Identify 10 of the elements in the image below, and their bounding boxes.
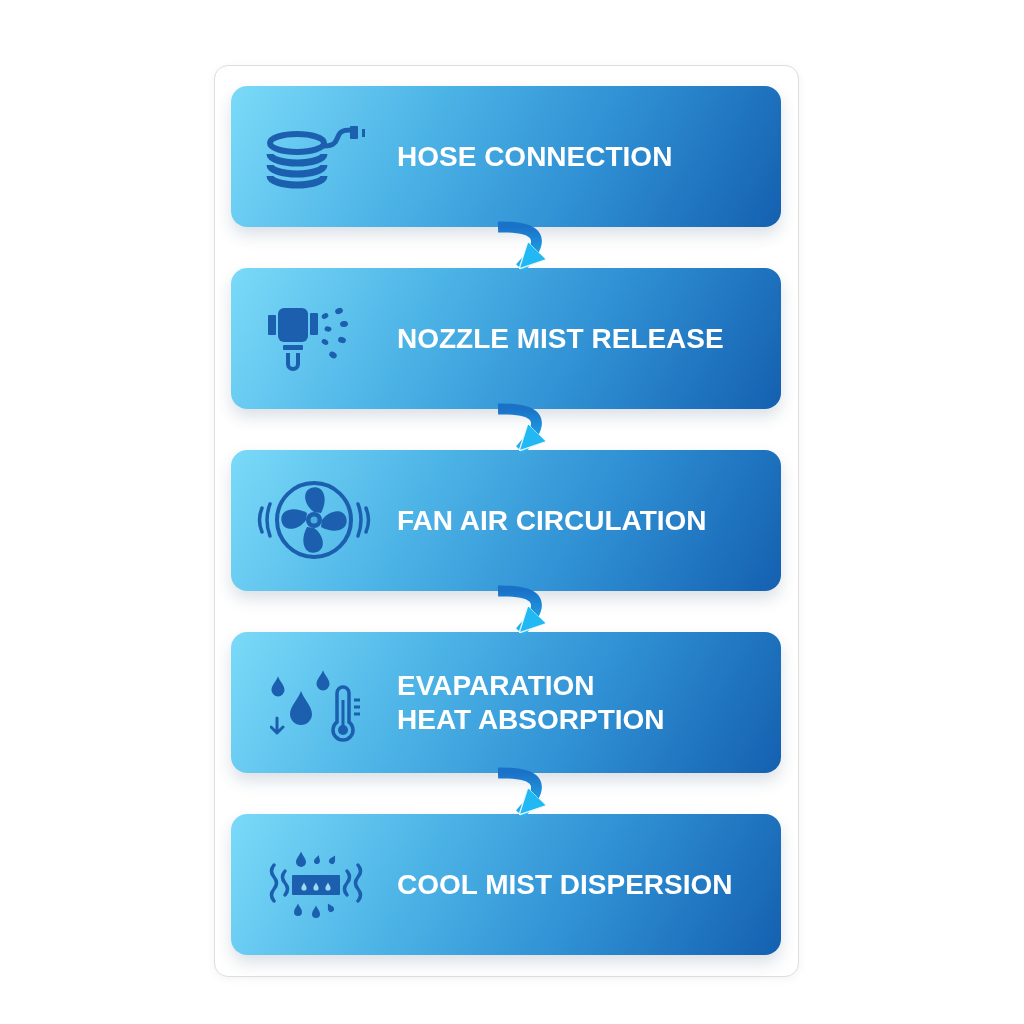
process-card	[231, 86, 781, 227]
step-label: NOZZLE MIST RELEASE	[397, 321, 724, 356]
step-label: FAN AIR CIRCULATION	[397, 503, 707, 538]
process-card	[231, 632, 781, 773]
process-card	[231, 814, 781, 955]
step-label: EVAPARATION HEAT ABSORPTION	[397, 668, 666, 737]
step-label: HOSE CONNECTION	[397, 139, 673, 174]
step-label: COOL MIST DISPERSION	[397, 867, 733, 902]
process-card	[231, 268, 781, 409]
process-card	[231, 450, 781, 591]
